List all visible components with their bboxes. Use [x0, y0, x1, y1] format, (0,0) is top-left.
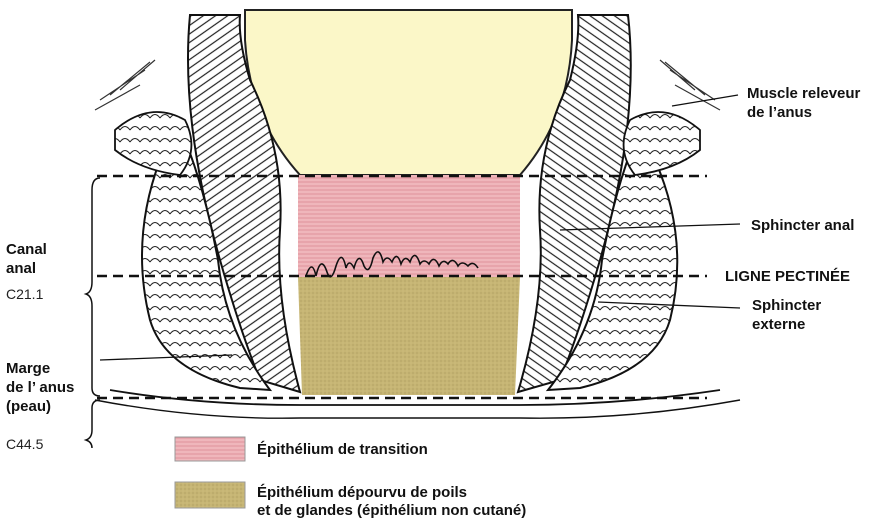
label-anal-margin-code: C44.5	[6, 436, 43, 452]
label-anal-margin: Marge de l’ anus (peau)	[6, 359, 74, 416]
right-levator	[624, 112, 700, 175]
rectal-lumen	[245, 10, 572, 175]
non-cutaneous-epithelium-zone	[298, 277, 520, 395]
levator-leader	[672, 95, 738, 106]
legend-swatch-non-cutaneous	[175, 482, 245, 508]
canal-brace	[86, 178, 100, 396]
label-anal-sphincter: Sphincter anal	[751, 216, 854, 235]
legend-label-transition: Épithélium de transition	[257, 441, 428, 459]
label-external-sphincter: Sphincter externe	[752, 296, 821, 334]
legend-label-non-cutaneous: Épithélium dépourvu de poils et de gland…	[257, 484, 526, 520]
legend-swatch-transition	[175, 437, 245, 461]
label-anal-canal-code: C21.1	[6, 286, 43, 302]
label-anal-canal: Canal anal	[6, 240, 47, 278]
label-levator-ani: Muscle releveur de l’anus	[747, 84, 860, 122]
margin-brace	[86, 400, 100, 448]
label-pectinate-line: LIGNE PECTINÉE	[725, 267, 850, 286]
left-levator	[115, 112, 191, 175]
